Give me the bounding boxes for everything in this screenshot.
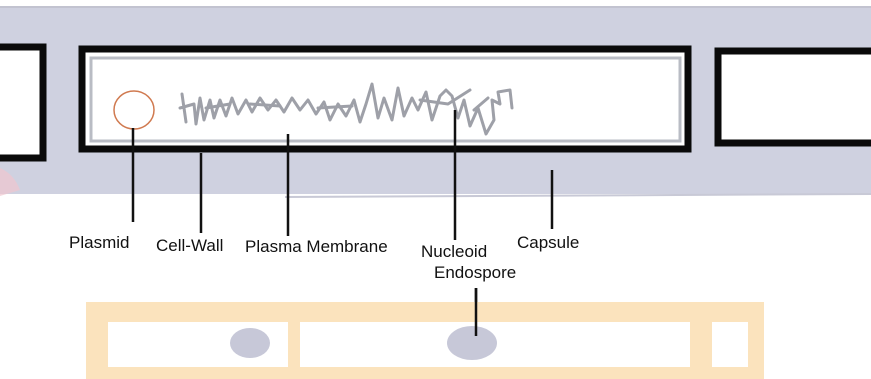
endospore-body	[447, 326, 497, 360]
capsule-label: Capsule	[517, 233, 579, 252]
plasmid-label: Plasmid	[69, 233, 129, 252]
capsule-top-edge	[0, 6, 871, 8]
nucleoid-label: Nucleoid	[421, 242, 487, 261]
left-cell	[0, 47, 43, 158]
capsule-lower-edge	[285, 194, 871, 197]
plasma-membrane-label: Plasma Membrane	[245, 237, 388, 256]
cell-wall-label: Cell-Wall	[156, 236, 223, 255]
right-cell	[718, 51, 871, 143]
endospore-label: Endospore	[434, 263, 516, 282]
spore-cell-3	[712, 322, 748, 367]
spore-body-small	[230, 328, 270, 358]
